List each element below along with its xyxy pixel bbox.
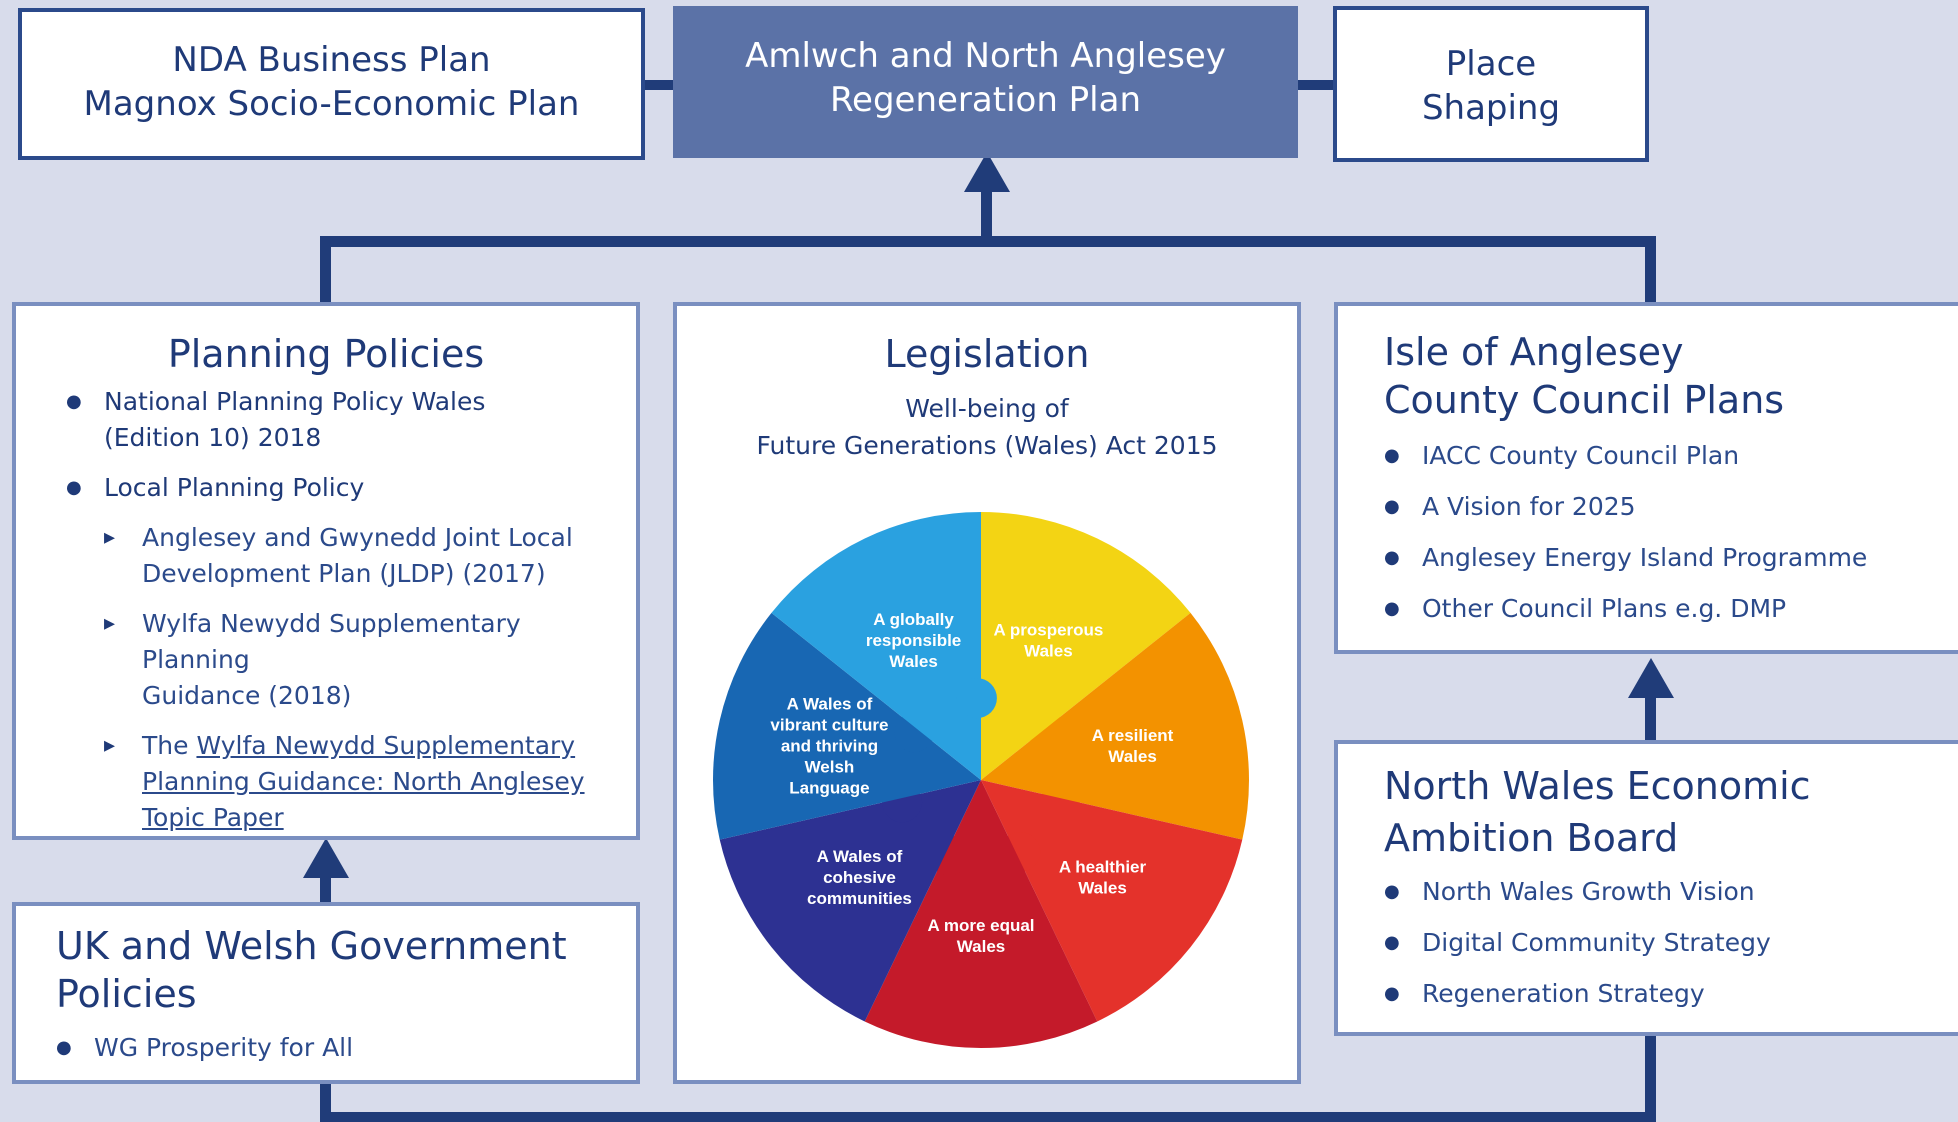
wheel-segment [713, 612, 981, 840]
wheel-puzzle-knob [956, 678, 997, 719]
nda-line2: Magnox Socio-Economic Plan [83, 84, 580, 124]
wheel-segment [771, 512, 981, 780]
planning-sub-topic-paper: The Wylfa Newydd Supplementary Planning … [104, 728, 606, 836]
iacc-item: Anglesey Energy Island Programme [1384, 540, 1958, 576]
planning-sub-wylfa-spg: Wylfa Newydd Supplementary Planning Guid… [104, 606, 606, 714]
connector-bottom-horizontal [320, 1112, 1656, 1122]
nweab-title: North Wales Economic Ambition Board [1384, 764, 1811, 860]
wheel-segment [719, 780, 981, 1022]
uk-welsh-gov-box: UK and Welsh Government Policies WG Pros… [12, 902, 640, 1084]
wylfa-topic-paper-link[interactable]: Wylfa Newydd Supplementary [196, 731, 576, 760]
connector-top-left [640, 80, 675, 90]
place-shaping-box: Place Shaping [1333, 6, 1649, 162]
place-line1: Place [1445, 44, 1537, 84]
wheel-segment [864, 780, 1098, 1048]
nweab-item: Regeneration Strategy [1384, 976, 1958, 1012]
legislation-subtitle: Well-being of Future Generations (Wales)… [756, 394, 1218, 460]
connector-left-drop [320, 236, 331, 306]
wylfa-topic-paper-link-2[interactable]: Planning Guidance: North Anglesey [142, 767, 585, 796]
connector-horizontal-upper [320, 236, 1656, 247]
nda-business-plan-box: NDA Business Plan Magnox Socio-Economic … [18, 8, 645, 160]
wylfa-topic-paper-link-3[interactable]: Topic Paper [142, 803, 284, 832]
iacc-plans-box: Isle of Anglesey County Council Plans IA… [1334, 302, 1958, 654]
nweab-box: North Wales Economic Ambition Board Nort… [1334, 740, 1958, 1036]
regen-line2: Regeneration Plan [829, 80, 1142, 120]
iacc-title: Isle of Anglesey County Council Plans [1384, 330, 1785, 422]
nweab-item: North Wales Growth Vision [1384, 874, 1958, 910]
planning-sub-jldp: Anglesey and Gwynedd Joint Local Develop… [104, 520, 606, 592]
ukwg-item: WG Prosperity for All [56, 1030, 636, 1066]
connector-nweab-to-iacc [1645, 695, 1656, 745]
regen-line1: Amlwch and North Anglesey [745, 36, 1226, 76]
wheel-segment [981, 780, 1243, 1022]
nda-line1: NDA Business Plan [172, 40, 491, 80]
legislation-title: Legislation [884, 332, 1090, 376]
iacc-item: Other Council Plans e.g. DMP [1384, 591, 1958, 627]
iacc-item: A Vision for 2025 [1384, 489, 1958, 525]
planning-item-national: National Planning Policy Wales (Edition … [66, 384, 606, 456]
planning-title: Planning Policies [167, 332, 485, 376]
arrow-up-icon [1628, 658, 1674, 698]
regeneration-plan-box: Amlwch and North Anglesey Regeneration P… [673, 6, 1298, 158]
connector-right-drop [1645, 236, 1656, 306]
connector-top-right [1295, 80, 1335, 90]
planning-policies-box: Planning Policies National Planning Poli… [12, 302, 640, 840]
connector-center-up [981, 186, 992, 241]
connector-bottom-right [1645, 1030, 1656, 1122]
ukwg-title: UK and Welsh Government Policies [56, 924, 567, 1016]
planning-item-local: Local Planning Policy [66, 470, 606, 506]
arrow-up-icon [303, 838, 349, 878]
arrow-up-icon [964, 152, 1010, 192]
iacc-item: IACC County Council Plan [1384, 438, 1958, 474]
connector-ukwg-to-planning [320, 870, 331, 905]
legislation-box: Legislation Well-being of Future Generat… [673, 302, 1301, 1084]
place-line2: Shaping [1421, 88, 1561, 128]
nweab-item: Digital Community Strategy [1384, 925, 1958, 961]
connector-bottom-left [320, 1075, 331, 1122]
